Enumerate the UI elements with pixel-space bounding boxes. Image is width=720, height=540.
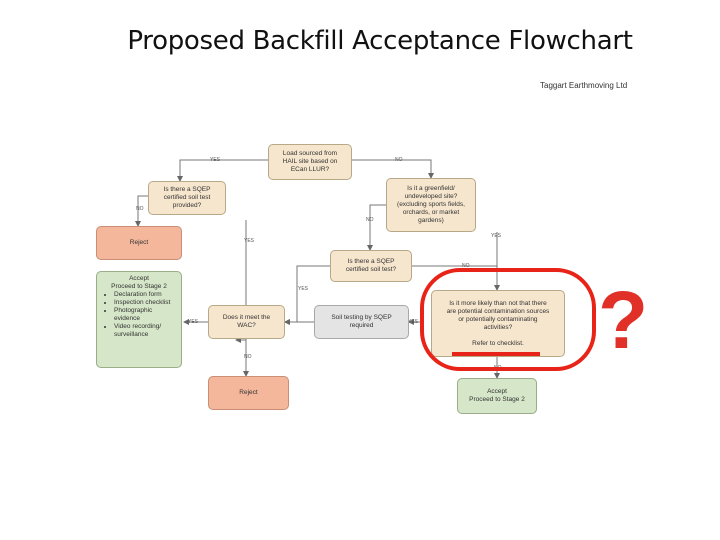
question-mark-annotation: ? bbox=[598, 275, 649, 366]
stage2-list: Declaration form Inspection checklist Ph… bbox=[100, 291, 178, 339]
label-yes-3: YES bbox=[491, 233, 502, 239]
soil-testing-node: Soil testing by SQEP required bbox=[314, 305, 409, 339]
accept-bottom-node: Accept Proceed to Stage 2 bbox=[457, 378, 537, 414]
highlight-circle bbox=[420, 268, 596, 371]
label-no-4: NO bbox=[462, 263, 470, 269]
sqep-test-decision: Is there a SQEP certified soil test? bbox=[330, 250, 412, 282]
stage2-item: Inspection checklist bbox=[114, 299, 178, 307]
checklist-note: Refer to checklist. bbox=[472, 339, 524, 347]
label-no-5: NO bbox=[244, 354, 252, 360]
label-no-3: NO bbox=[366, 217, 374, 223]
wac-decision: Does it meet the WAC? bbox=[208, 305, 285, 339]
accept-stage2-heading: Accept Proceed to Stage 2 bbox=[111, 275, 167, 290]
page-title: Proposed Backfill Acceptance Flowchart bbox=[127, 26, 633, 56]
label-yes-6: YES bbox=[408, 319, 419, 325]
stage2-item: Declaration form bbox=[114, 291, 178, 299]
label-yes-2: YES bbox=[244, 238, 255, 244]
label-yes-1: YES bbox=[210, 157, 221, 163]
label-yes-4: YES bbox=[298, 286, 309, 292]
accept-stage2-node: Accept Proceed to Stage 2 Declaration fo… bbox=[96, 271, 182, 368]
stage2-item: Video recording/ surveillance bbox=[114, 323, 178, 339]
greenfield-decision: Is it a greenfield/ undeveloped site? (e… bbox=[386, 178, 476, 232]
start-node: Load sourced from HAIL site based on ECa… bbox=[268, 144, 352, 180]
reject-bottom-node: Reject bbox=[208, 376, 289, 410]
label-yes-5: YES bbox=[188, 319, 199, 325]
company-name: Taggart Earthmoving Ltd bbox=[540, 81, 628, 90]
label-no-2: NO bbox=[136, 206, 144, 212]
likely-contamination-decision: Is it more likely than not that there ar… bbox=[431, 290, 565, 357]
reject-top-node: Reject bbox=[96, 226, 182, 260]
sqep-provided-decision: Is there a SQEP certified soil test prov… bbox=[148, 181, 226, 215]
stage2-item: Photographic evidence bbox=[114, 307, 178, 323]
highlight-underline bbox=[452, 352, 540, 356]
label-no-1: NO bbox=[395, 157, 403, 163]
